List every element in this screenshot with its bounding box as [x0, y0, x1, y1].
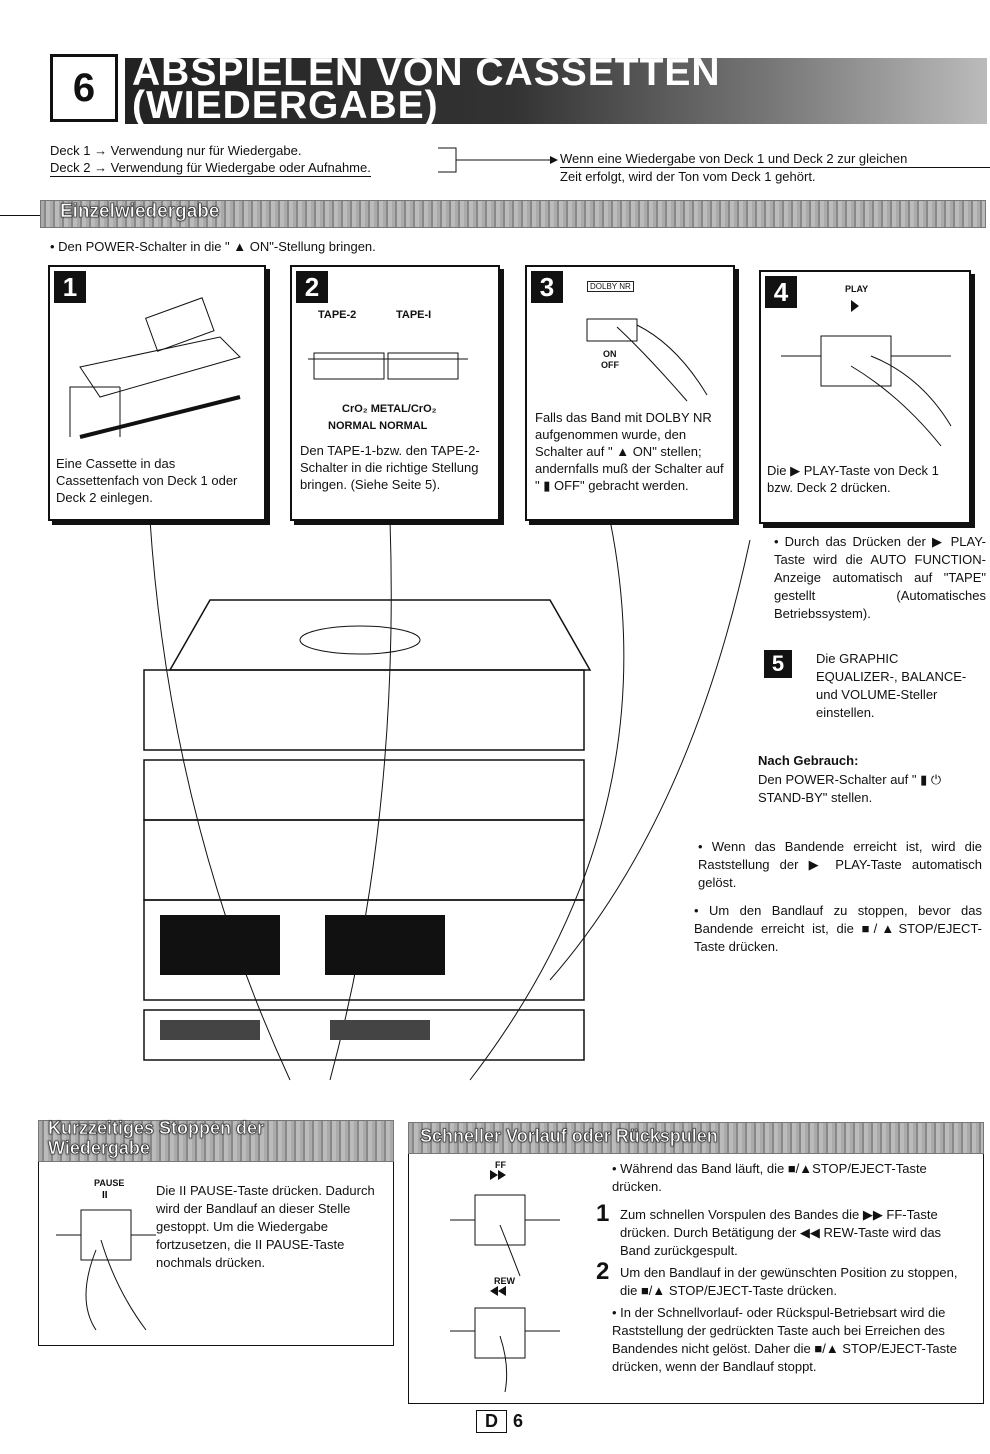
chapter-number: 6	[50, 54, 118, 122]
step-number: 4	[765, 276, 797, 308]
section-bar-single-playback	[40, 200, 986, 228]
normal-label: NORMAL NORMAL	[328, 420, 428, 432]
tape2-label: TAPE-2	[318, 309, 357, 321]
play-button-finger-illustration	[781, 300, 952, 447]
ff-bullet-2: • In der Schnellvorlauf- oder Rückspul-B…	[612, 1305, 957, 1374]
play-label: PLAY	[845, 284, 869, 294]
section-title-pause: Kurzzeitiges Stoppen der Wiedergabe	[48, 1118, 265, 1159]
step-number: 2	[296, 271, 328, 303]
step-number: 3	[531, 271, 563, 303]
step-3-panel: 3 DOLBY NR ON OFF Falls das Band mit DOL…	[525, 265, 735, 521]
simultaneous-playback-note: Wenn eine Wiedergabe von Deck 1 und Deck…	[560, 150, 990, 185]
title-line-2: (WIEDERGABE)	[132, 84, 439, 127]
dolby-switch-finger-illustration	[586, 318, 708, 402]
rew-label: REW	[494, 1276, 515, 1286]
ff-bullet-1: • Während das Band läuft, die ■/▲STOP/EJ…	[612, 1161, 927, 1194]
ff-label: FF	[495, 1160, 506, 1170]
stop-note: • Um den Bandlauf zu stoppen, bevor das …	[694, 903, 982, 954]
ff-step-2-number: 2	[596, 1258, 610, 1285]
bracket-arrow-icon	[438, 147, 558, 173]
pause-title-line-1: Kurzzeitiges Stoppen der	[48, 1118, 265, 1139]
section-bar-ff-rew	[408, 1122, 984, 1154]
page-footer: D 6	[476, 1410, 523, 1433]
page-title: ABSPIELEN VON CASSETTEN (WIEDERGABE)	[132, 51, 721, 127]
footer-page-number: 6	[513, 1411, 524, 1431]
step-2-panel: 2 TAPE-2 TAPE-I CrO₂ METAL/CrO₂ NORMAL N…	[290, 265, 500, 521]
svg-text:II: II	[102, 1190, 108, 1201]
pause-button-finger-illustration: II	[56, 1190, 156, 1331]
step-4-text: Die ▶ PLAY-Taste von Deck 1 bzw. Deck 2 …	[767, 463, 939, 495]
ff-button-finger-illustration	[450, 1170, 560, 1277]
step-2-text: Den TAPE-1-bzw. den TAPE-2-Schalter in d…	[300, 443, 480, 492]
divider	[0, 215, 40, 216]
tape1-label: TAPE-I	[396, 309, 432, 321]
step-1-text: Eine Cassette in das Cassettenfach von D…	[56, 456, 238, 505]
stereo-system-illustration	[143, 520, 751, 1081]
section-bar-pause	[38, 1120, 394, 1162]
band-end-note: • Wenn das Bandende erreicht ist, wird d…	[698, 839, 982, 890]
auto-function-note: • Durch das Drücken der ▶ PLAY-Taste wir…	[774, 534, 986, 621]
step-5-number: 5	[764, 650, 792, 678]
title-line-1: ABSPIELEN VON CASSETTEN	[132, 51, 721, 94]
step-5-text: Die GRAPHIC EQUALIZER-, BALANCE- und VOL…	[816, 651, 967, 720]
pause-label: PAUSE	[94, 1178, 125, 1188]
after-use-title: Nach Gebrauch:	[758, 753, 859, 768]
pause-title-line-2: Wiedergabe	[48, 1138, 150, 1159]
section-title-single-playback: Einzelwiedergabe	[60, 201, 220, 223]
ff-step-1-text: Zum schnellen Vorspulen des Bandes die ▶…	[620, 1207, 942, 1258]
step-number: 1	[54, 271, 86, 303]
note-line-1: Wenn eine Wiedergabe von Deck 1 und Deck…	[560, 150, 990, 168]
after-use-text: Den POWER-Schalter auf " ▮ ⏻ STAND-BY" s…	[758, 772, 942, 805]
cassette-insert-illustration	[69, 297, 241, 439]
rew-button-finger-illustration	[450, 1286, 560, 1393]
deck-usage: Deck 1 → Verwendung nur für Wiedergabe. …	[50, 142, 371, 177]
step-3-text: Falls das Band mit DOLBY NR aufgenommen …	[535, 410, 724, 493]
section-title-ff-rew: Schneller Vorlauf oder Rückspulen	[420, 1126, 718, 1147]
tape-selector-switches	[308, 352, 468, 380]
note-line-2: Zeit erfolgt, wird der Ton vom Deck 1 ge…	[560, 169, 816, 184]
on-label: ON	[603, 349, 617, 359]
title-bar	[125, 58, 987, 124]
ff-step-1-number: 1	[596, 1200, 610, 1227]
step-4-panel: 4 PLAY Die ▶ PLAY-Taste von Deck 1 bzw. …	[759, 270, 971, 524]
off-label: OFF	[601, 360, 619, 370]
ff-step-2-text: Um den Bandlauf in der gewünschten Posit…	[620, 1265, 958, 1298]
deck1-usage: Deck 1 → Verwendung nur für Wiedergabe.	[50, 143, 302, 158]
step-1-panel: 1 Eine Cassette in das Cassettenfach von…	[48, 265, 266, 521]
footer-language: D	[476, 1410, 507, 1433]
pause-text: Die II PAUSE-Taste drücken. Dadurch wird…	[156, 1183, 375, 1270]
power-on-instruction: • Den POWER-Schalter in die " ▲ ON"-Stel…	[50, 239, 376, 254]
deck2-usage: Deck 2 → Verwendung für Wiedergabe oder …	[50, 160, 371, 177]
metal-label: CrO₂ METAL/CrO₂	[342, 403, 437, 415]
dolby-label: DOLBY NR	[587, 281, 634, 292]
